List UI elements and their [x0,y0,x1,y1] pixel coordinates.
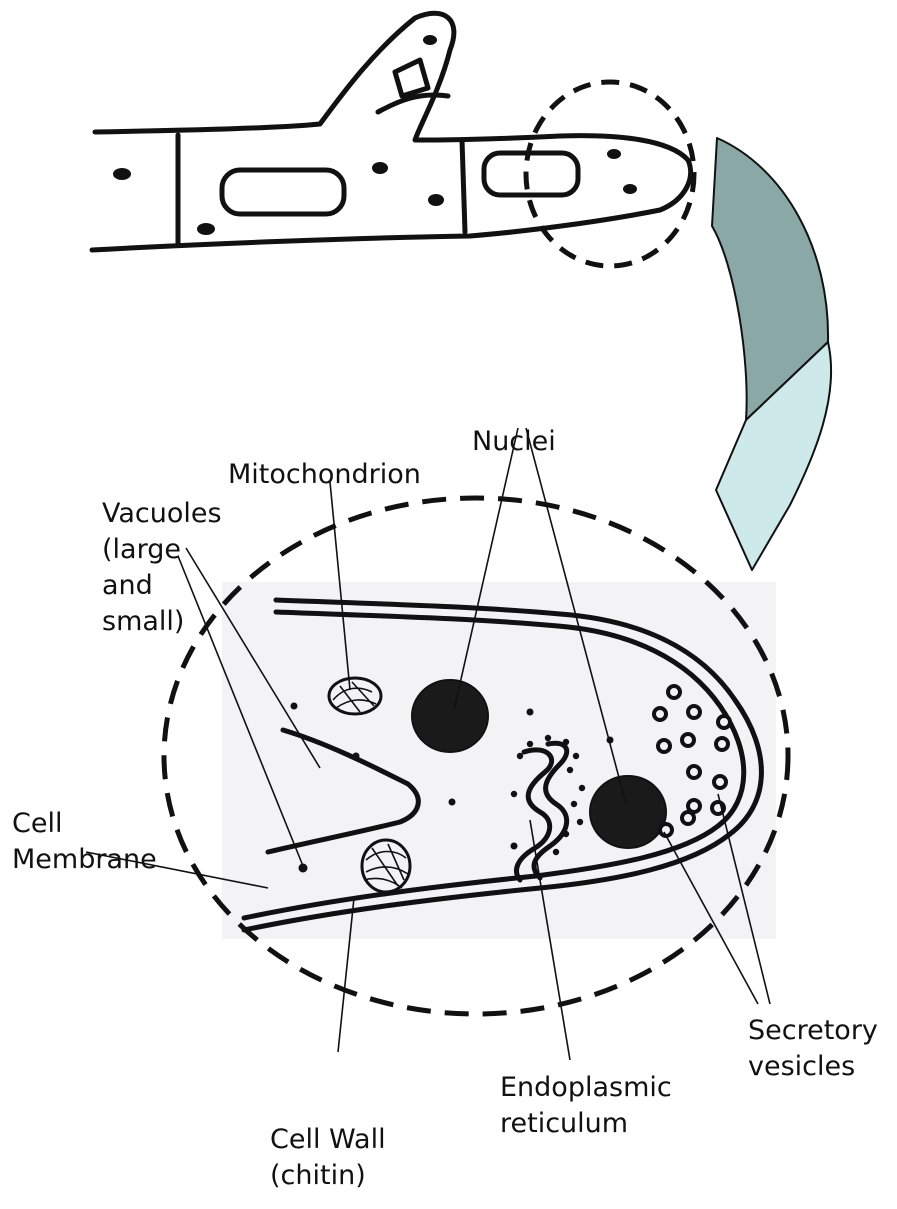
zoom-circle-small [526,82,694,266]
label-vacuoles-line-1: Vacuoles [102,496,222,532]
label-endoplasmic-reticulum-line-1: Endoplasmic [500,1070,672,1106]
label-secretory-vesicles-line-1: Secretory [748,1013,878,1049]
label-cell-membrane-line-1: Cell [12,806,157,842]
label-vacuoles-line-4: small) [102,604,222,640]
hypha-overview [92,13,691,250]
hypha-branch-septum [378,95,448,112]
hypha-vacuole-branch [395,60,428,96]
hypha-septum-right [462,140,465,232]
label-cell-wall: Cell Wall (chitin) [270,1122,386,1194]
label-secretory-vesicles: Secretory vesicles [748,1013,878,1085]
hypha-outer-wall [92,13,691,250]
label-secretory-vesicles-line-2: vesicles [748,1049,878,1085]
label-vacuoles-line-3: and [102,568,222,604]
label-cell-membrane: Cell Membrane [12,806,157,878]
zoom-arrow [712,138,831,570]
hypha-vacuole-2 [484,153,578,195]
label-endoplasmic-reticulum: Endoplasmic reticulum [500,1070,672,1142]
label-cell-membrane-line-2: Membrane [12,842,157,878]
label-cell-wall-line-2: (chitin) [270,1158,386,1194]
label-vacuoles: Vacuoles (large and small) [102,496,222,640]
hypha-vacuole-1 [222,170,344,214]
label-cell-wall-line-1: Cell Wall [270,1122,386,1158]
nucleus-lower [590,776,666,848]
label-nuclei: Nuclei [472,424,556,460]
label-vacuoles-line-2: (large [102,532,222,568]
label-mitochondrion: Mitochondrion [228,457,421,493]
nucleus-upper [412,680,488,752]
label-endoplasmic-reticulum-line-2: reticulum [500,1106,672,1142]
